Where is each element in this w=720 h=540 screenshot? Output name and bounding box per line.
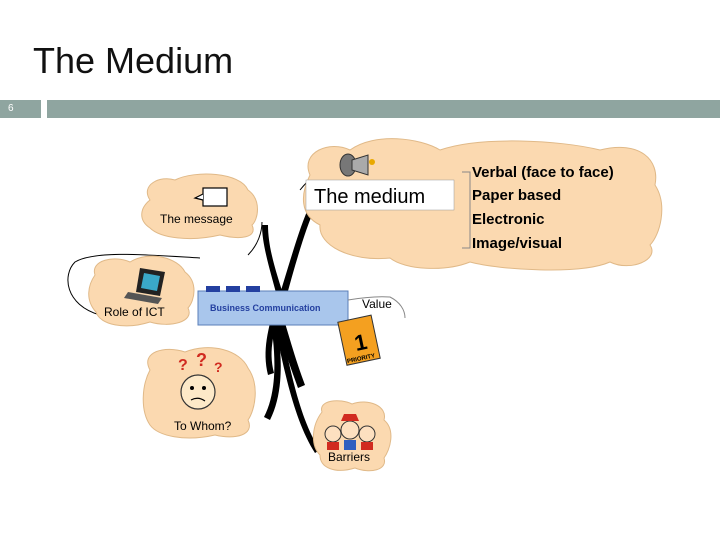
- priority-icon: 1 PRIORITY: [337, 314, 381, 366]
- speech-bubble-icon: [193, 187, 228, 207]
- confused-face-icon: ? ? ?: [178, 350, 223, 410]
- ict-cloud: Role of ICT: [88, 255, 195, 327]
- slide-title: The Medium: [33, 40, 234, 81]
- mindmap-spine: [262, 205, 320, 453]
- slide-number: 6: [8, 103, 14, 114]
- whom-label: To Whom?: [174, 419, 232, 433]
- value-branch: Value 1 PRIORITY: [337, 296, 406, 366]
- medium-item-image: Image/visual: [472, 235, 562, 252]
- value-label: Value: [362, 297, 392, 311]
- medium-title: The medium: [314, 186, 425, 208]
- header-bar-right: [47, 100, 720, 118]
- priority-badge-label: PRIORITY: [347, 353, 376, 365]
- barriers-cloud: Barriers: [313, 400, 392, 472]
- svg-text:1: 1: [352, 329, 369, 356]
- message-cloud: The message: [141, 173, 258, 240]
- medium-item-verbal: Verbal (face to face): [472, 164, 614, 181]
- center-label: Business Communication: [210, 303, 321, 313]
- header-bar-left: [0, 100, 41, 118]
- people-icon: [324, 414, 376, 450]
- ict-label: Role of ICT: [104, 305, 165, 319]
- medium-cloud: The medium Verbal (face to face) Paper b…: [302, 138, 663, 271]
- svg-text:?: ?: [178, 357, 188, 374]
- svg-text:?: ?: [214, 359, 223, 375]
- svg-text:?: ?: [196, 350, 207, 370]
- megaphone-icon: [339, 153, 375, 177]
- laptop-icon: [124, 268, 165, 304]
- center-node: Business Communication: [197, 286, 349, 326]
- whom-cloud: ? ? ? To Whom?: [142, 347, 256, 439]
- message-label: The message: [160, 212, 233, 226]
- medium-item-paper: Paper based: [472, 187, 561, 204]
- medium-title-box: [305, 179, 455, 211]
- medium-item-electronic: Electronic: [472, 211, 545, 228]
- barriers-label: Barriers: [328, 450, 370, 464]
